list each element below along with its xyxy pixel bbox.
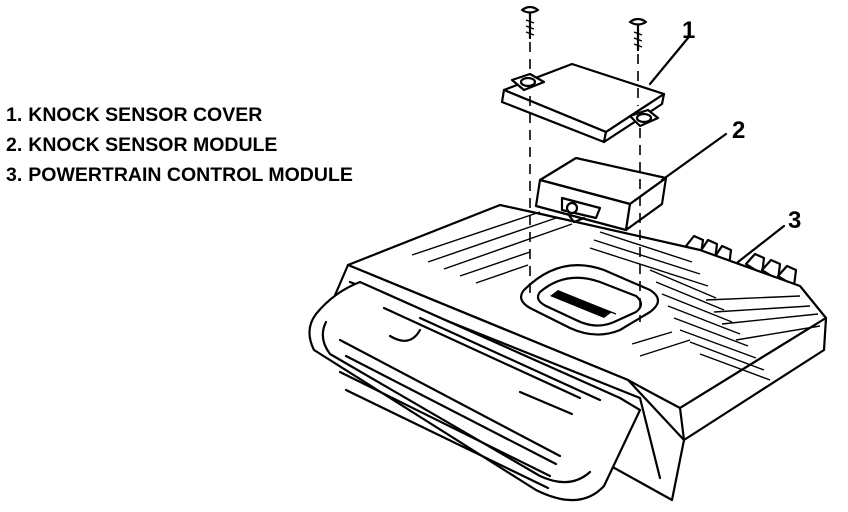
legend-item-number: 2.	[6, 134, 23, 156]
legend-item-powertrain-control-module: 3.POWERTRAIN CONTROL MODULE	[6, 160, 353, 190]
callout-number: 2	[732, 117, 745, 144]
screw-left	[520, 5, 540, 40]
legend-item-label: KNOCK SENSOR MODULE	[28, 134, 278, 156]
screw-right	[628, 17, 648, 52]
powertrain-control-module-drawing	[308, 203, 828, 502]
callout-2: 2	[660, 117, 745, 182]
callout-1: 1	[648, 17, 695, 86]
legend-item-number: 3.	[6, 164, 23, 186]
cooling-fins	[411, 211, 821, 381]
legend-item-label: POWERTRAIN CONTROL MODULE	[28, 164, 353, 186]
knock-sensor-socket	[520, 263, 660, 336]
module-right-face	[678, 316, 828, 442]
legend-item-knock-sensor-cover: 1.KNOCK SENSOR COVER	[6, 100, 353, 130]
callout-number: 1	[682, 17, 695, 44]
callout-3: 3	[736, 207, 801, 264]
parts-legend: 1.KNOCK SENSOR COVER 2.KNOCK SENSOR MODU…	[6, 100, 353, 190]
legend-item-label: KNOCK SENSOR COVER	[28, 104, 263, 126]
alignment-lines	[529, 42, 641, 322]
legend-item-knock-sensor-module: 2.KNOCK SENSOR MODULE	[6, 130, 353, 160]
knock-sensor-cover-drawing	[500, 62, 666, 144]
legend-item-number: 1.	[6, 104, 23, 126]
callout-number: 3	[788, 207, 801, 234]
